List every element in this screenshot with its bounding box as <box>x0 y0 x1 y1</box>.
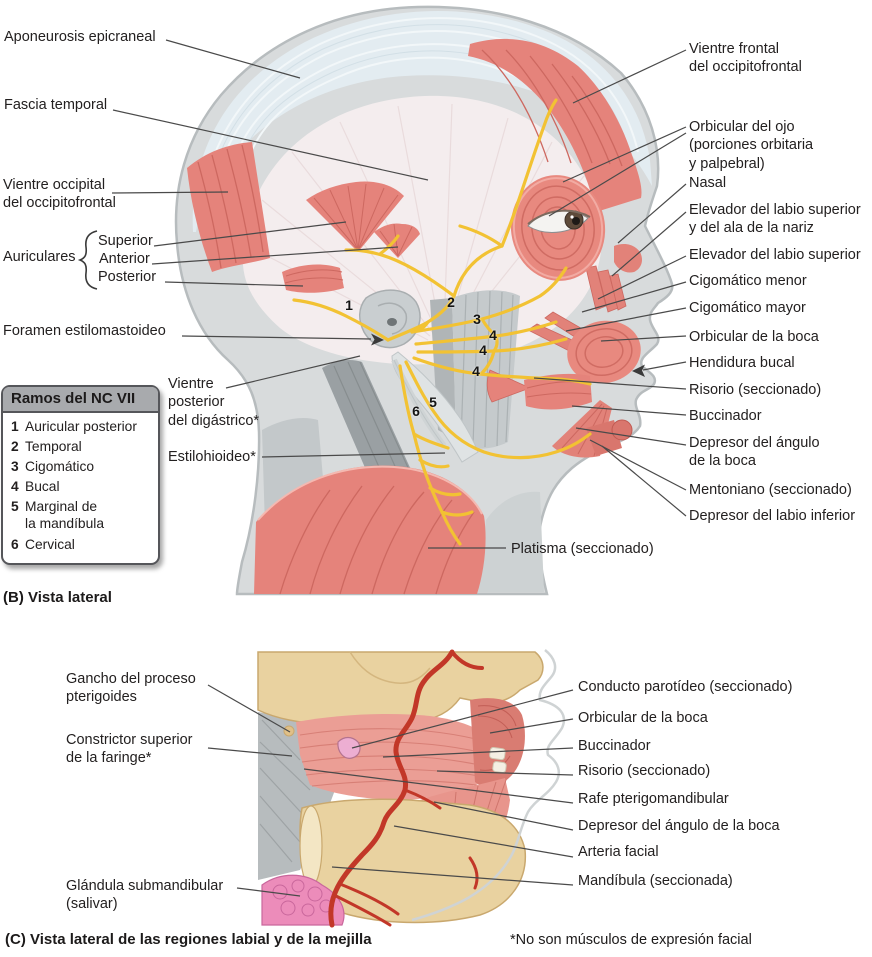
label-foramen-estilomastoideo: Foramen estilomastoideo <box>3 323 166 339</box>
label-auricular-anterior: Anterior <box>99 251 150 267</box>
label-orbicular-boca-c: Orbicular de la boca <box>578 710 708 726</box>
label-depresor-labio-inferior: Depresor del labio inferior <box>689 508 856 524</box>
label-constrictor-faringe: Constrictor superior de la faringe* <box>66 732 193 767</box>
label-rafe-pterigomandibular: Rafe pterigomandibular <box>578 791 729 807</box>
label-orbicular-boca-b: Orbicular de la boca <box>689 329 819 345</box>
footnote-asterisk: *No son músculos de expresión facial <box>510 932 752 948</box>
nerve-number-5: 5 <box>429 394 437 410</box>
label-auriculares-group: Auriculares <box>3 249 76 265</box>
nerve-number-2: 2 <box>447 294 455 310</box>
platisma-shape <box>254 465 486 595</box>
conducto-parotideo-shape <box>337 736 361 759</box>
orbicular-boca-shape <box>567 320 641 384</box>
label-elevador-labio-superior: Elevador del labio superior <box>689 247 861 263</box>
label-estilohioideo: Estilohioideo* <box>168 449 256 465</box>
label-vientre-occipital: Vientre occipital del occipitofrontal <box>3 177 116 212</box>
panel-c-art <box>257 649 566 928</box>
facial-nerve <box>292 98 592 546</box>
label-hendidura-bucal: Hendidura bucal <box>689 355 795 371</box>
label-nasal: Nasal <box>689 175 727 191</box>
arteria-facial-shape <box>328 649 484 928</box>
nerve-number-3: 3 <box>473 311 481 327</box>
label-aponeurosis-epicraneal: Aponeurosis epicraneal <box>4 29 156 45</box>
eye <box>527 209 591 233</box>
teeth <box>489 746 507 774</box>
label-fascia-temporal: Fascia temporal <box>4 97 108 113</box>
label-auricular-superior: Superior <box>98 233 153 249</box>
label-buccinador-b: Buccinador <box>689 408 762 424</box>
label-mentoniano: Mentoniano (seccionado) <box>689 482 852 498</box>
label-buccinador-c: Buccinador <box>578 738 651 754</box>
hendidura-arrowhead <box>632 364 645 377</box>
label-depresor-angulo-c: Depresor del ángulo de la boca <box>578 818 780 834</box>
label-vientre-frontal: Vientre frontal del occipitofrontal <box>689 41 802 76</box>
label-glandula-submandibular: Glándula submandibular (salivar) <box>66 878 224 913</box>
foramen-arrowhead <box>371 333 384 346</box>
nerve-number-6: 6 <box>412 403 420 419</box>
label-auricular-posterior: Posterior <box>98 269 157 285</box>
panel-b-caption: (B) Vista lateral <box>3 589 112 606</box>
label-orbicular-ojo: Orbicular del ojo (porciones orbitaria y… <box>689 119 814 172</box>
label-risorio-c: Risorio (seccionado) <box>578 763 711 779</box>
vientre-frontal-shape <box>468 38 642 213</box>
label-gancho-pterigoides: Gancho del proceso pterigoides <box>66 671 196 706</box>
label-vientre-posterior-digastrico: Vientre posterior del digástrico* <box>168 376 260 429</box>
label-arteria-facial: Arteria facial <box>578 844 659 860</box>
label-mandibula-seccionada: Mandíbula (seccionada) <box>578 873 733 889</box>
nerve-number-4a: 4 <box>489 327 497 343</box>
label-cigomatico-menor: Cigomático menor <box>689 273 807 289</box>
label-depresor-angulo-b: Depresor del ángulo de la boca <box>689 435 820 470</box>
label-elevador-labio-ala: Elevador del labio superior y del ala de… <box>689 202 861 237</box>
label-risorio-b: Risorio (seccionado) <box>689 382 822 398</box>
label-cigomatico-mayor: Cigomático mayor <box>689 300 806 316</box>
panel-c-caption: (C) Vista lateral de las regiones labial… <box>5 931 372 948</box>
auriculares-brace <box>77 230 98 290</box>
leader-lines <box>111 39 687 897</box>
legend-title: Ramos del NC VII <box>3 387 158 413</box>
nerve-number-1: 1 <box>345 297 353 313</box>
nerve-number-4b: 4 <box>479 342 487 358</box>
label-conducto-parotideo: Conducto parotídeo (seccionado) <box>578 679 793 695</box>
face-profile-outline <box>411 649 566 922</box>
nerve-number-4c: 4 <box>472 363 480 379</box>
label-platisma: Platisma (seccionado) <box>511 541 654 557</box>
